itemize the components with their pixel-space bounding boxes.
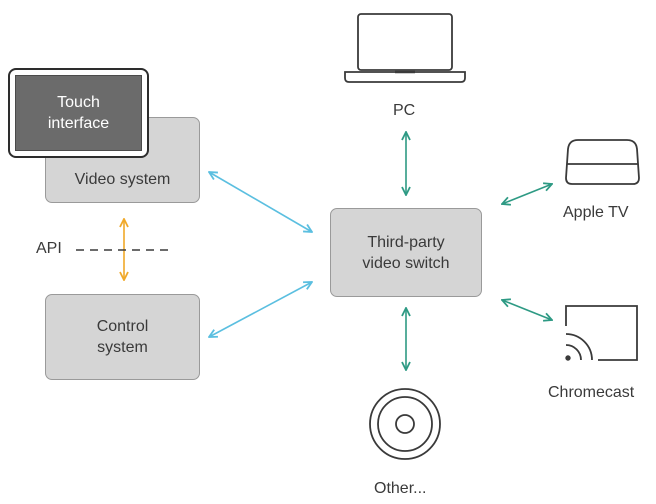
- touch-interface-label: Touch interface: [47, 94, 110, 132]
- video-system-label: Video system: [74, 171, 171, 188]
- control-system-box: Control system: [45, 294, 200, 380]
- arrow-switch-chromecast: [502, 300, 552, 320]
- disc-icon: [369, 388, 441, 460]
- chromecast-label: Chromecast: [548, 384, 635, 401]
- arrow-switch-appletv: [502, 184, 552, 204]
- video-switch-box: Third-party video switch: [330, 208, 482, 297]
- chromecast-icon: [565, 305, 638, 361]
- arrow-video-switch: [209, 172, 312, 232]
- apple-tv-label: Apple TV: [563, 204, 629, 221]
- pc-label: PC: [393, 102, 416, 119]
- touch-interface-screen: Touch interface: [15, 75, 142, 151]
- touch-interface-panel: Touch interface: [8, 68, 149, 158]
- laptop-icon: [344, 13, 466, 83]
- control-system-label: Control system: [96, 318, 149, 356]
- other-label: Other...: [374, 480, 427, 497]
- video-switch-label: Third-party video switch: [362, 233, 450, 272]
- apple-tv-icon: [565, 139, 640, 185]
- arrow-control-switch: [209, 282, 312, 337]
- api-label: API: [36, 240, 62, 257]
